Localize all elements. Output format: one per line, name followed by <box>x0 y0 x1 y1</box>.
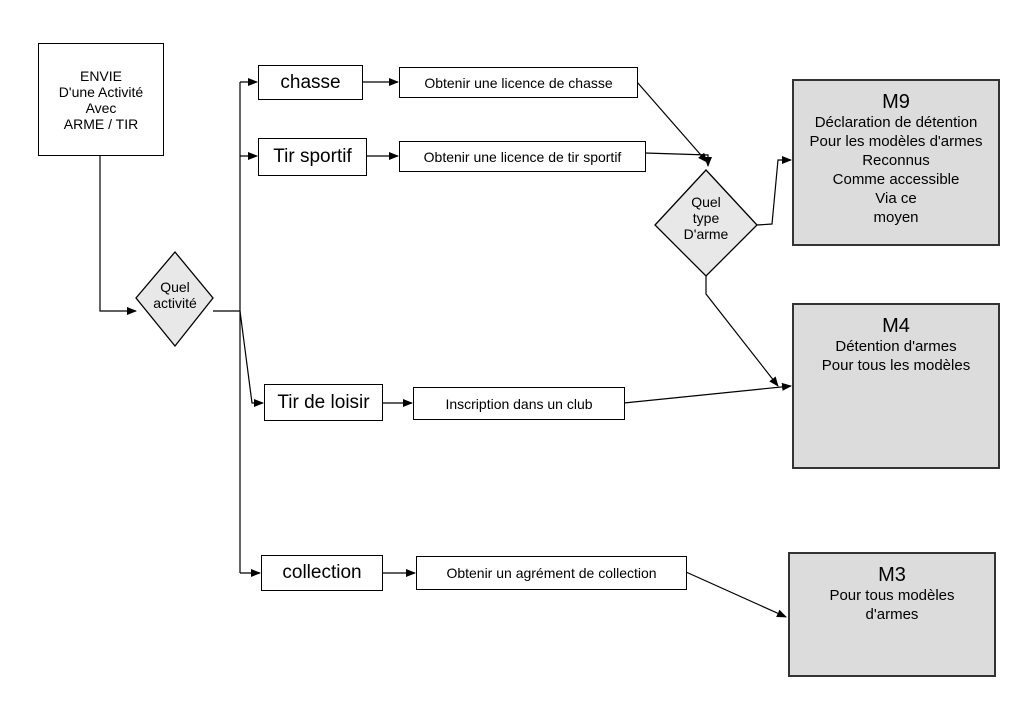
outcome-m9-line-2: Pour les modèles d'armes <box>809 133 983 150</box>
step-agrement-collection: Obtenir un agrément de collection <box>416 556 687 590</box>
activity-chasse-label: chasse <box>280 71 341 93</box>
outcome-m3-title: M3 <box>878 564 906 586</box>
activity-collection-label: collection <box>282 562 362 583</box>
step-licence-chasse-label: Obtenir une licence de chasse <box>424 74 613 91</box>
decision-weapon-line-3: D'arme <box>683 226 729 242</box>
start-line-4: ARME / TIR <box>63 115 139 132</box>
outcome-m3-line-1: Pour tous modèles <box>829 587 955 604</box>
outcome-m4: M4 Détention d'armes Pour tous les modèl… <box>792 303 1000 469</box>
decision-activity-line-2: activité <box>153 295 197 311</box>
activity-tir-de-loisir-label: Tir de loisir <box>277 391 370 413</box>
outcome-m9-line-3: Reconnus <box>862 152 930 169</box>
start-line-3: Avec <box>85 99 117 116</box>
outcome-m9-title: M9 <box>882 91 910 113</box>
edge-start-to-decision <box>99 156 137 315</box>
outcome-m9-line-1: Déclaration de détention <box>814 114 978 131</box>
activity-tir-sportif-label: Tir sportif <box>273 146 352 167</box>
start-node: ENVIE D'une Activité Avec ARME / TIR <box>38 43 164 156</box>
step-agrement-collection-label: Obtenir un agrément de collection <box>446 565 657 581</box>
edge-chasse-to-type <box>636 81 708 163</box>
outcome-m9-line-5: Via ce <box>875 190 917 207</box>
decision-weapon-line-1: Quel <box>691 194 721 210</box>
edge-collection-to-m3 <box>685 571 787 618</box>
step-licence-chasse: Obtenir une licence de chasse <box>399 67 638 98</box>
activity-tir-sportif: Tir sportif <box>258 138 367 176</box>
step-licence-tir-sportif: Obtenir une licence de tir sportif <box>399 141 646 172</box>
start-line-2: D'une Activité <box>58 83 144 100</box>
decision-weapon-diamond <box>654 169 758 277</box>
edge-type-to-m9 <box>756 156 792 226</box>
step-inscription-club: Inscription dans un club <box>413 387 625 420</box>
edge-to-tir-loisir <box>239 310 264 407</box>
outcome-m3-line-2: d'armes <box>865 606 919 623</box>
decision-weapon-label: Quel type D'arme <box>666 194 746 242</box>
activity-chasse: chasse <box>258 65 363 100</box>
outcome-m4-line-2: Pour tous les modèles <box>821 357 971 374</box>
outcome-m3: M3 Pour tous modèles d'armes <box>788 552 996 677</box>
step-licence-tir-sportif-label: Obtenir une licence de tir sportif <box>423 148 622 165</box>
outcome-m9-line-4: Comme accessible <box>832 171 960 188</box>
outcome-m9-line-6: moyen <box>873 209 919 226</box>
decision-weapon-line-2: type <box>692 210 720 226</box>
edge-type-to-m4 <box>705 276 779 387</box>
edge-club-to-m4 <box>623 382 792 404</box>
step-inscription-club-label: Inscription dans un club <box>445 395 593 412</box>
activity-collection: collection <box>261 555 383 591</box>
decision-activity-label: Quel activité <box>135 279 215 311</box>
activity-tir-de-loisir: Tir de loisir <box>264 384 383 421</box>
decision-activity-diamond <box>135 250 214 348</box>
outcome-m9: M9 Déclaration de détention Pour les mod… <box>792 79 1000 246</box>
outcome-m4-title: M4 <box>882 315 910 337</box>
outcome-m4-line-1: Détention d'armes <box>835 338 957 355</box>
edge-sportif-to-type <box>644 152 712 167</box>
start-line-1: ENVIE <box>79 67 122 84</box>
decision-activity-line-1: Quel <box>160 279 190 295</box>
